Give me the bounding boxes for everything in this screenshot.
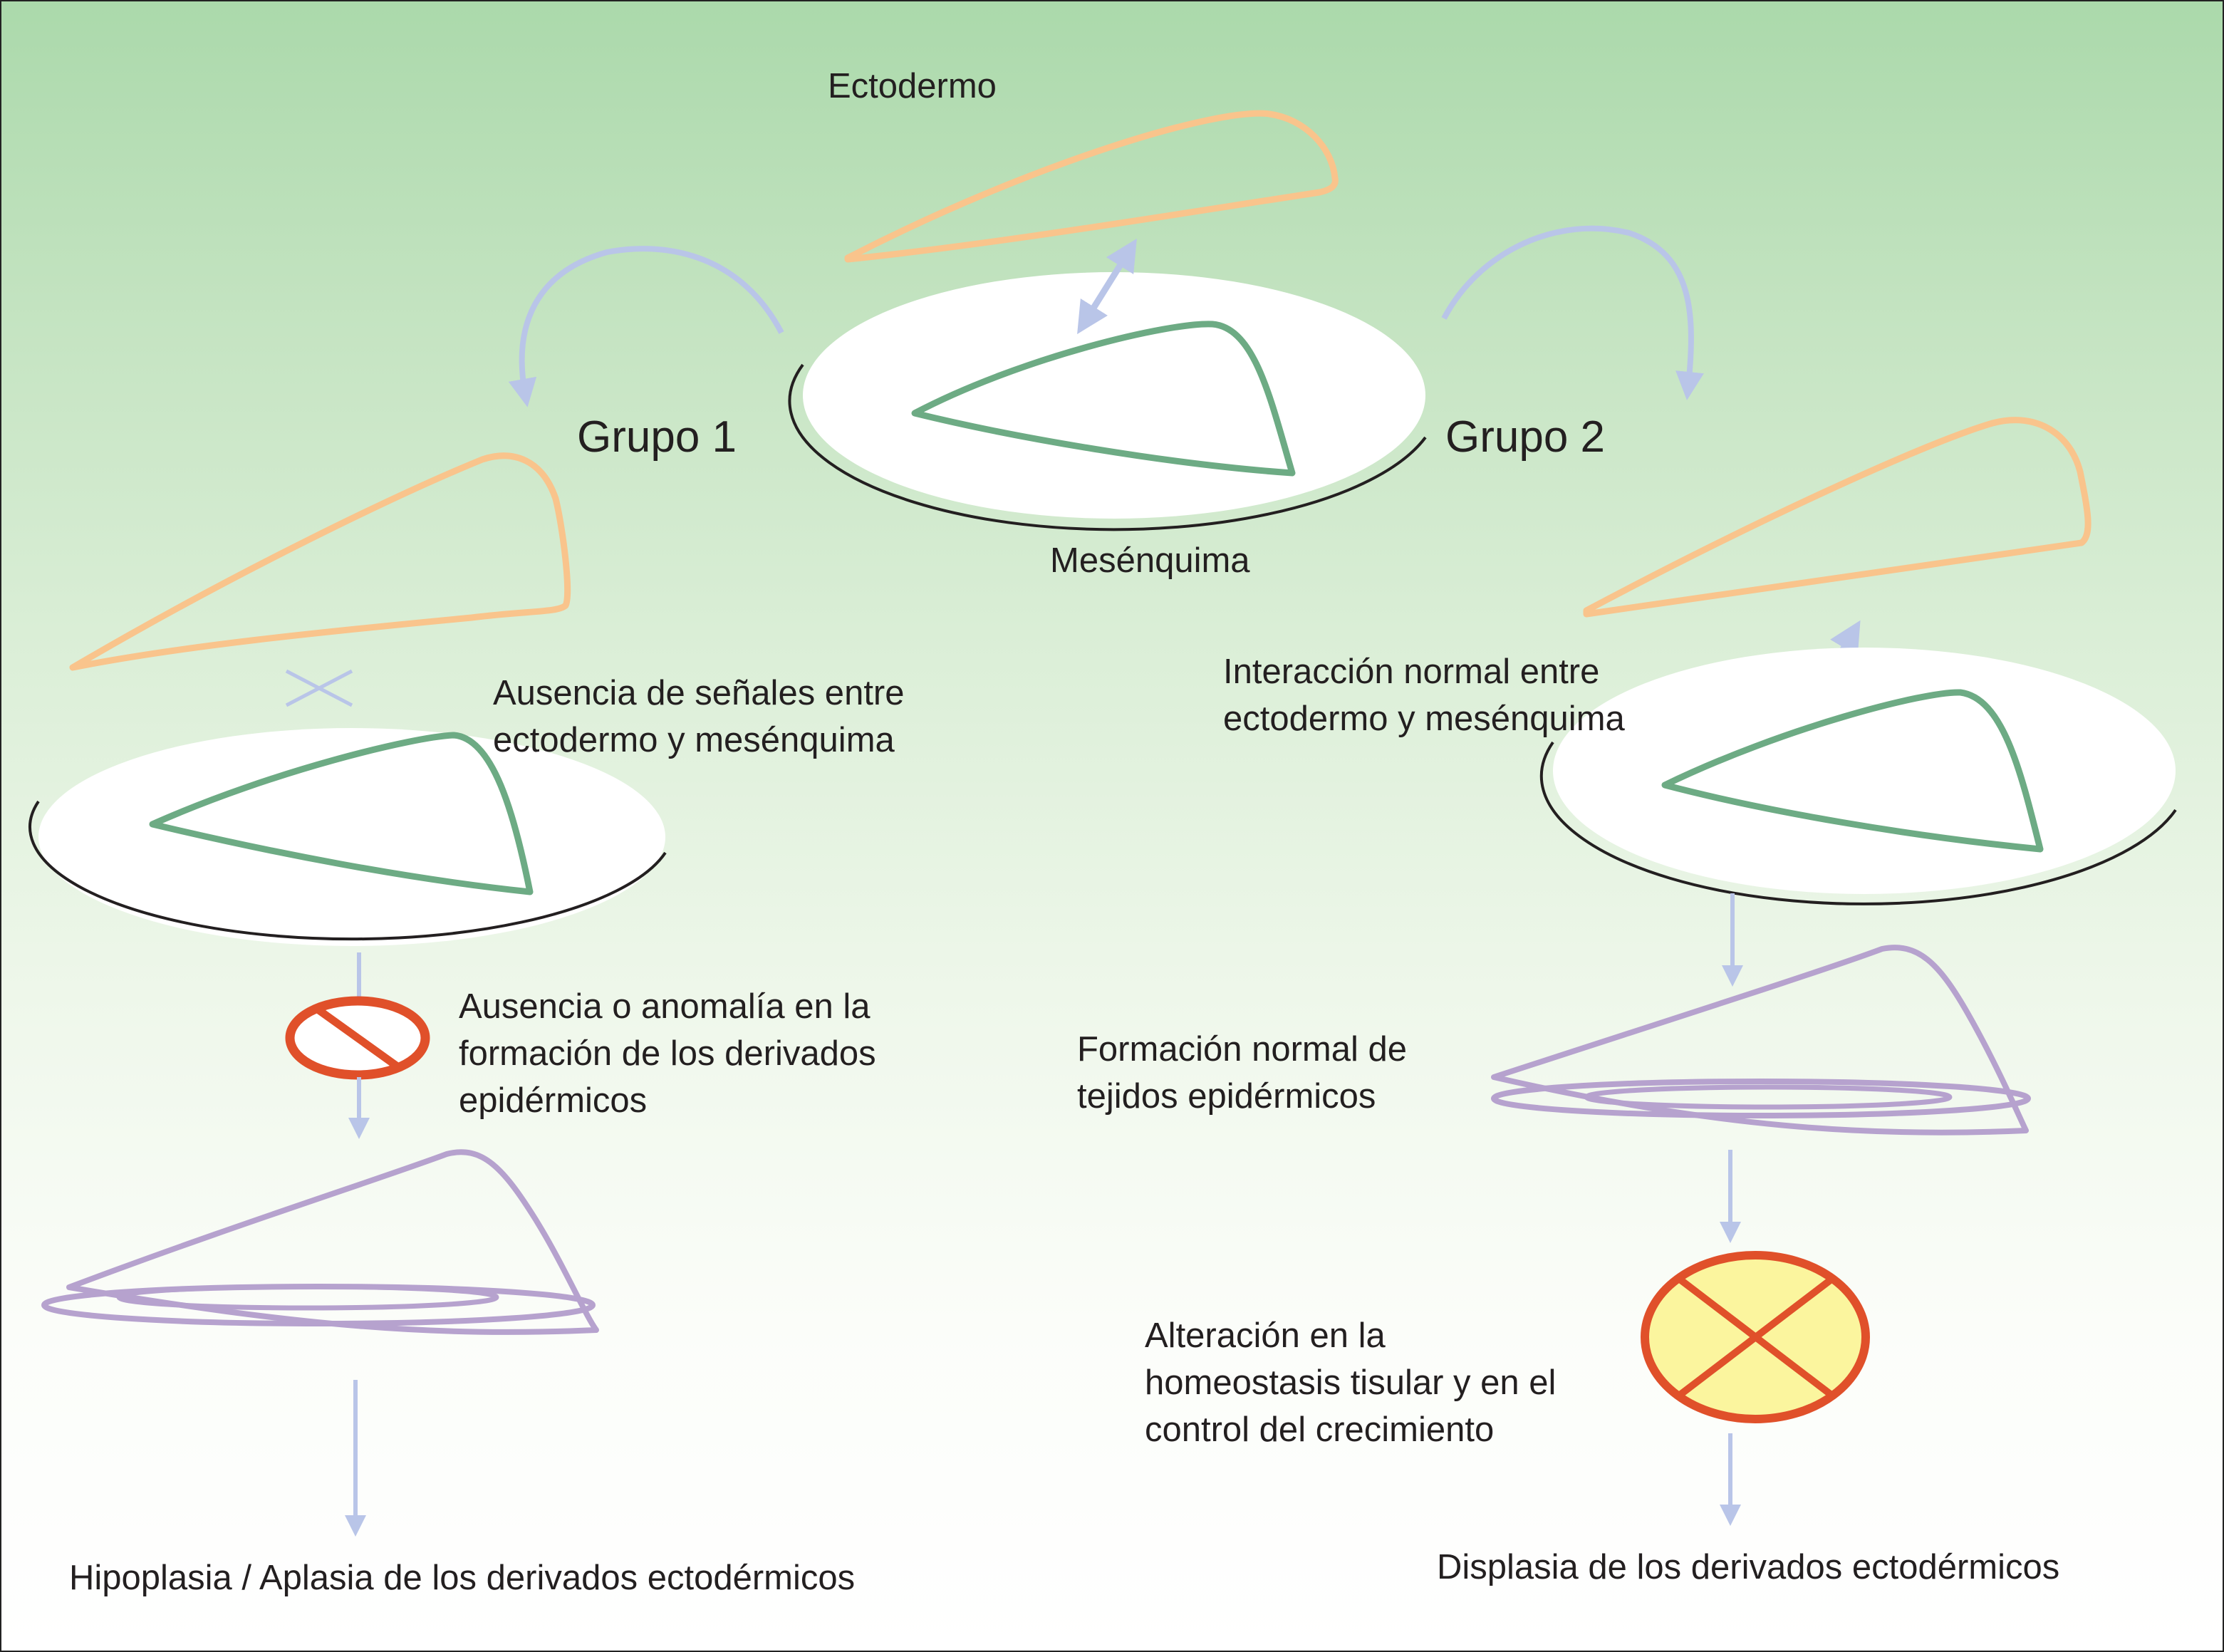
- ectoderm-group1: [69, 452, 571, 671]
- label-hipoplasia: Hipoplasia / Aplasia de los derivados ec…: [69, 1559, 856, 1597]
- epidermal-derivative-group2: [1491, 945, 2031, 1136]
- mesenchyme-group2: [1661, 689, 2044, 853]
- label-ausencia-senales: Ausencia de señales entre ectodermo y me…: [493, 674, 905, 759]
- label-alteracion: Alteración en la homeostasis tisular y e…: [1145, 1316, 1557, 1449]
- mesenchyme-disc-group2: [1539, 648, 2177, 905]
- curved-arrow-right: [1441, 225, 1704, 400]
- curved-arrow-left: [508, 246, 784, 407]
- epidermal-derivative-group1: [41, 1149, 599, 1335]
- label-interaccion-normal: Interacción normal entre ectodermo y mes…: [1223, 653, 1625, 738]
- label-formacion-normal: Formación normal de tejidos epidérmicos: [1077, 1030, 1407, 1116]
- label-displasia: Displasia de los derivados ectodérmicos: [1437, 1548, 2060, 1586]
- label-mesenquima: Mesénquima: [1050, 541, 1250, 580]
- mesenchyme-group1: [149, 732, 534, 895]
- no-signal-cross-icon: [285, 669, 353, 707]
- label-grupo1: Grupo 1: [577, 412, 737, 462]
- label-ectodermo: Ectodermo: [828, 67, 997, 105]
- disruption-icon: [1641, 1251, 1870, 1423]
- mesenchyme-top: [911, 321, 1296, 477]
- label-grupo2: Grupo 2: [1445, 412, 1606, 462]
- mesenchyme-disc-top: [788, 272, 1427, 531]
- ectoderm-top: [844, 110, 1339, 263]
- label-ausencia-anomalia: Ausencia o anomalía en la formación de l…: [459, 987, 876, 1120]
- ectoderm-group2: [1583, 417, 2092, 618]
- inhibition-icon: [285, 996, 430, 1080]
- interaction-arrow-top: [1077, 238, 1137, 335]
